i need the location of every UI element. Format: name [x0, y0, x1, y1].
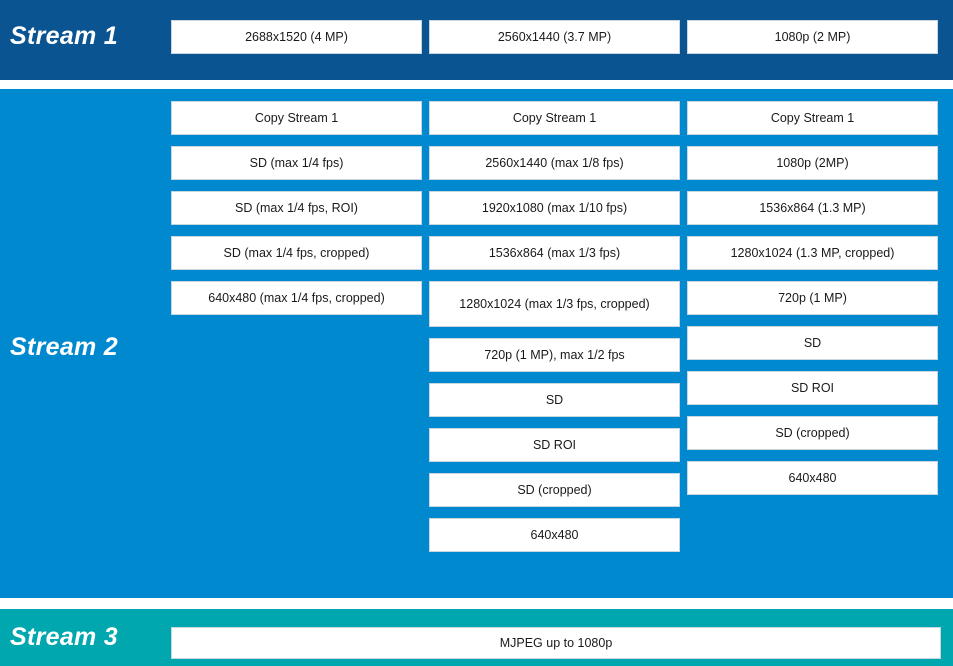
stream1-label: Stream 1: [10, 22, 119, 50]
stream2-option-box[interactable]: 640x480: [687, 461, 938, 495]
stream1-column-1: 2688x1520 (4 MP): [171, 20, 422, 54]
stream1-column-3: 1080p (2 MP): [687, 20, 938, 54]
stream2-option-box[interactable]: 720p (1 MP), max 1/2 fps: [429, 338, 680, 372]
stream2-column-2: Copy Stream 1 2560x1440 (max 1/8 fps) 19…: [429, 101, 680, 552]
stream2-option-box[interactable]: SD ROI: [429, 428, 680, 462]
stream1-column-2: 2560x1440 (3.7 MP): [429, 20, 680, 54]
stream2-option-box[interactable]: 640x480: [429, 518, 680, 552]
stream3-band: Stream 3 MJPEG up to 1080p: [0, 609, 953, 666]
stream2-option-box[interactable]: 1280x1024 (1.3 MP, cropped): [687, 236, 938, 270]
stream2-option-box[interactable]: SD (max 1/4 fps, cropped): [171, 236, 422, 270]
stream2-option-box[interactable]: Copy Stream 1: [687, 101, 938, 135]
stream2-option-box[interactable]: SD (max 1/4 fps, ROI): [171, 191, 422, 225]
stream2-option-box[interactable]: 2560x1440 (max 1/8 fps): [429, 146, 680, 180]
stream1-band: Stream 1 2688x1520 (4 MP) 2560x1440 (3.7…: [0, 0, 953, 80]
stream2-option-box[interactable]: 1280x1024 (max 1/3 fps, cropped): [429, 281, 680, 327]
stream2-option-box[interactable]: SD (max 1/4 fps): [171, 146, 422, 180]
stream2-option-box[interactable]: 1920x1080 (max 1/10 fps): [429, 191, 680, 225]
stream2-label: Stream 2: [10, 333, 119, 361]
stream2-option-box[interactable]: SD (cropped): [429, 473, 680, 507]
stream2-option-box[interactable]: Copy Stream 1: [171, 101, 422, 135]
stream2-column-1: Copy Stream 1 SD (max 1/4 fps) SD (max 1…: [171, 101, 422, 552]
stream2-columns: Copy Stream 1 SD (max 1/4 fps) SD (max 1…: [171, 101, 941, 552]
stream1-option-box[interactable]: 2688x1520 (4 MP): [171, 20, 422, 54]
stream2-band: Stream 2 Copy Stream 1 SD (max 1/4 fps) …: [0, 89, 953, 598]
stream2-content: Stream 2 Copy Stream 1 SD (max 1/4 fps) …: [0, 89, 953, 598]
stream2-column-3: Copy Stream 1 1080p (2MP) 1536x864 (1.3 …: [687, 101, 938, 552]
stream2-option-box[interactable]: 1080p (2MP): [687, 146, 938, 180]
stream3-option-box[interactable]: MJPEG up to 1080p: [171, 627, 941, 659]
stream2-option-box[interactable]: 640x480 (max 1/4 fps, cropped): [171, 281, 422, 315]
stream2-option-box[interactable]: SD (cropped): [687, 416, 938, 450]
stream1-option-box[interactable]: 2560x1440 (3.7 MP): [429, 20, 680, 54]
stream2-option-box[interactable]: SD: [687, 326, 938, 360]
stream2-option-box[interactable]: 720p (1 MP): [687, 281, 938, 315]
stream2-option-box[interactable]: SD ROI: [687, 371, 938, 405]
stream1-columns: 2688x1520 (4 MP) 2560x1440 (3.7 MP) 1080…: [171, 20, 941, 54]
stream1-option-box[interactable]: 1080p (2 MP): [687, 20, 938, 54]
stream2-option-box[interactable]: 1536x864 (1.3 MP): [687, 191, 938, 225]
stream2-option-box[interactable]: Copy Stream 1: [429, 101, 680, 135]
stream2-option-box[interactable]: SD: [429, 383, 680, 417]
stream3-label: Stream 3: [10, 623, 119, 651]
stream2-option-box[interactable]: 1536x864 (max 1/3 fps): [429, 236, 680, 270]
stream3-columns: MJPEG up to 1080p: [171, 627, 941, 659]
